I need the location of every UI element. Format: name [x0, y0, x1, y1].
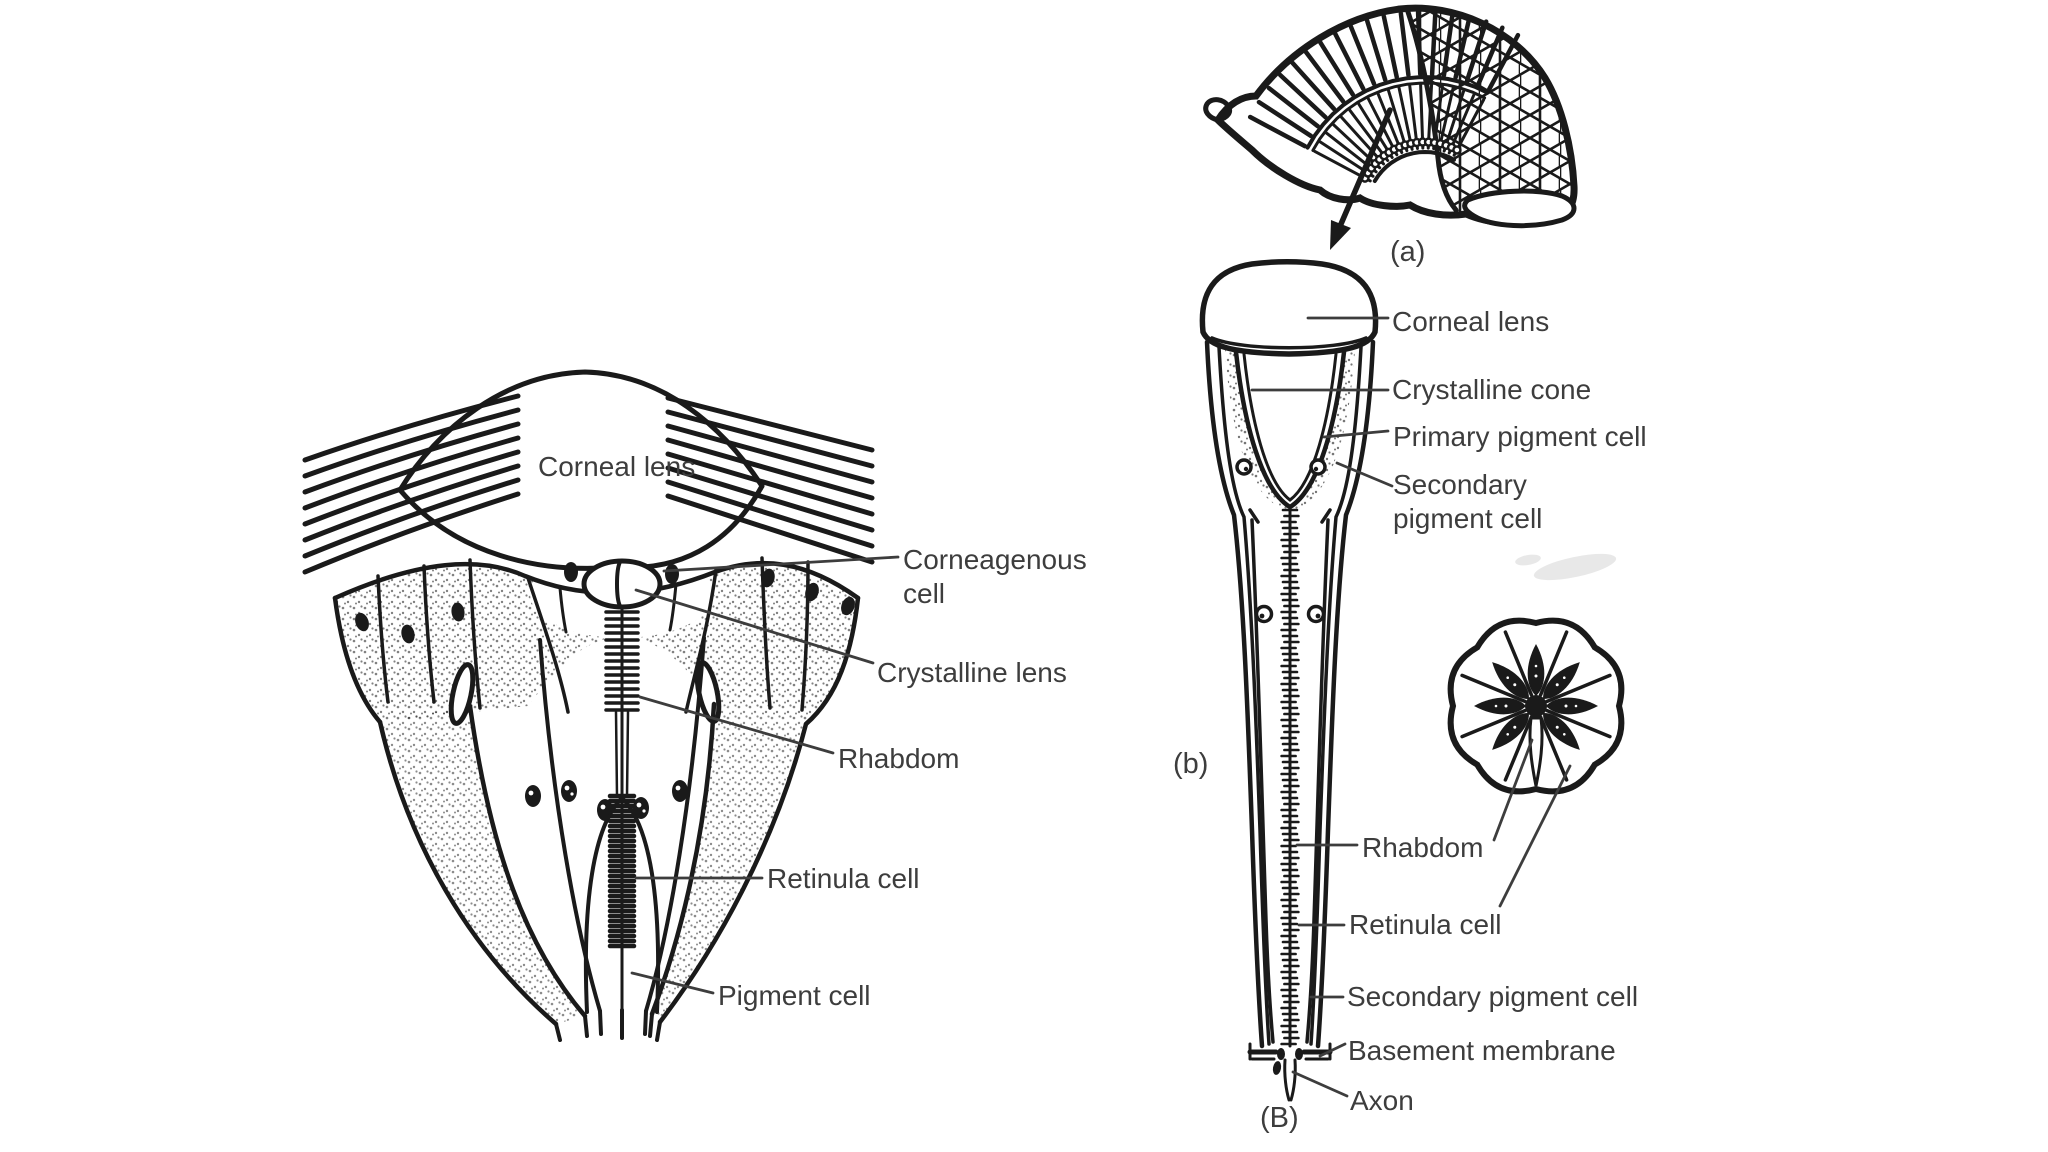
axon-shape [1272, 1058, 1297, 1102]
slit-nucleus-left [448, 662, 476, 726]
leader-pigment-cell [630, 971, 715, 995]
marker-b: (b) [1173, 748, 1209, 780]
label-rhabdom-right: Rhabdom [1362, 832, 1484, 863]
pigment-cell-stalk [554, 1008, 662, 1042]
label-crystalline-cone: Crystalline cone [1392, 374, 1592, 405]
rhabdom-structure-right [1280, 505, 1300, 1048]
label-crystalline-lens: Crystalline lens [877, 657, 1067, 688]
label-primary-pigment-cell: Primary pigment cell [1393, 421, 1647, 452]
ommatidium-corneal-lens [1199, 259, 1379, 357]
label-corneal-lens-right: Corneal lens [1392, 306, 1550, 337]
compound-eye-figure [1203, 4, 1578, 250]
primary-pigment-cell-left [1225, 350, 1290, 510]
rhabdom-structure-left [604, 604, 640, 1012]
retinula-funnel [377, 636, 809, 1042]
ommatidium-figure [1199, 259, 1379, 1102]
leader-corneagenous-cell [662, 555, 900, 573]
label-corneagenous-cell: Corneagenous cell [903, 544, 1087, 609]
label-secondary-pigment-cell-upper: Secondary pigment cell [1393, 469, 1543, 534]
pigment-sheath-stipple-left [380, 706, 585, 1024]
retinula-nuclei [525, 780, 688, 821]
leader-xs-rhabdom [1492, 738, 1534, 842]
cuticle-hatching-left [302, 393, 521, 575]
epithelial-nuclei [355, 562, 855, 644]
leader-crystalline-lens [634, 588, 875, 665]
arrow-icon [1330, 107, 1393, 250]
label-axon: Axon [1350, 1085, 1414, 1116]
leader-lines-left [630, 555, 900, 995]
leader-primary-pigment-cell [1322, 429, 1390, 439]
compound-eye-beak [1203, 97, 1233, 123]
primary-pigment-cell-right [1290, 350, 1355, 510]
label-retinula-cell-left: Retinula cell [767, 863, 920, 894]
leader-lines-right [1250, 316, 1572, 1098]
marker-a: (a) [1390, 236, 1426, 268]
label-secondary-pigment-cell-lower: Secondary pigment cell [1347, 981, 1639, 1012]
crystalline-cone-shape [1233, 349, 1347, 510]
label-retinula-cell-right: Retinula cell [1349, 909, 1502, 940]
leader-secondary-pigment-upper [1335, 461, 1394, 488]
crystalline-lens-shape [581, 558, 663, 610]
smudge-artifact [1515, 553, 1617, 581]
cross-section-inset [1447, 617, 1625, 795]
ommatidia-fan [1247, 9, 1521, 183]
retinula-cell-walls [1250, 518, 1330, 1044]
ocellus-figure [302, 369, 875, 1042]
leader-xs-retinula [1498, 764, 1572, 908]
label-rhabdom-left: Rhabdom [838, 743, 960, 774]
leader-axon [1291, 1070, 1349, 1098]
pigment-sheath-stipple-right [652, 704, 806, 1022]
marker-B: (B) [1260, 1102, 1299, 1134]
pigment-cell-nuclei [1235, 458, 1327, 624]
leader-rhabdom-left [638, 695, 835, 755]
label-basement-membrane: Basement membrane [1348, 1035, 1616, 1066]
cuticle-hatching-right [665, 395, 875, 565]
label-corneal-lens-left: Corneal lens [538, 451, 696, 482]
leader-basement-membrane [1318, 1042, 1347, 1058]
compound-eye-foot [1462, 188, 1577, 229]
label-pigment-cell: Pigment cell [718, 980, 871, 1011]
